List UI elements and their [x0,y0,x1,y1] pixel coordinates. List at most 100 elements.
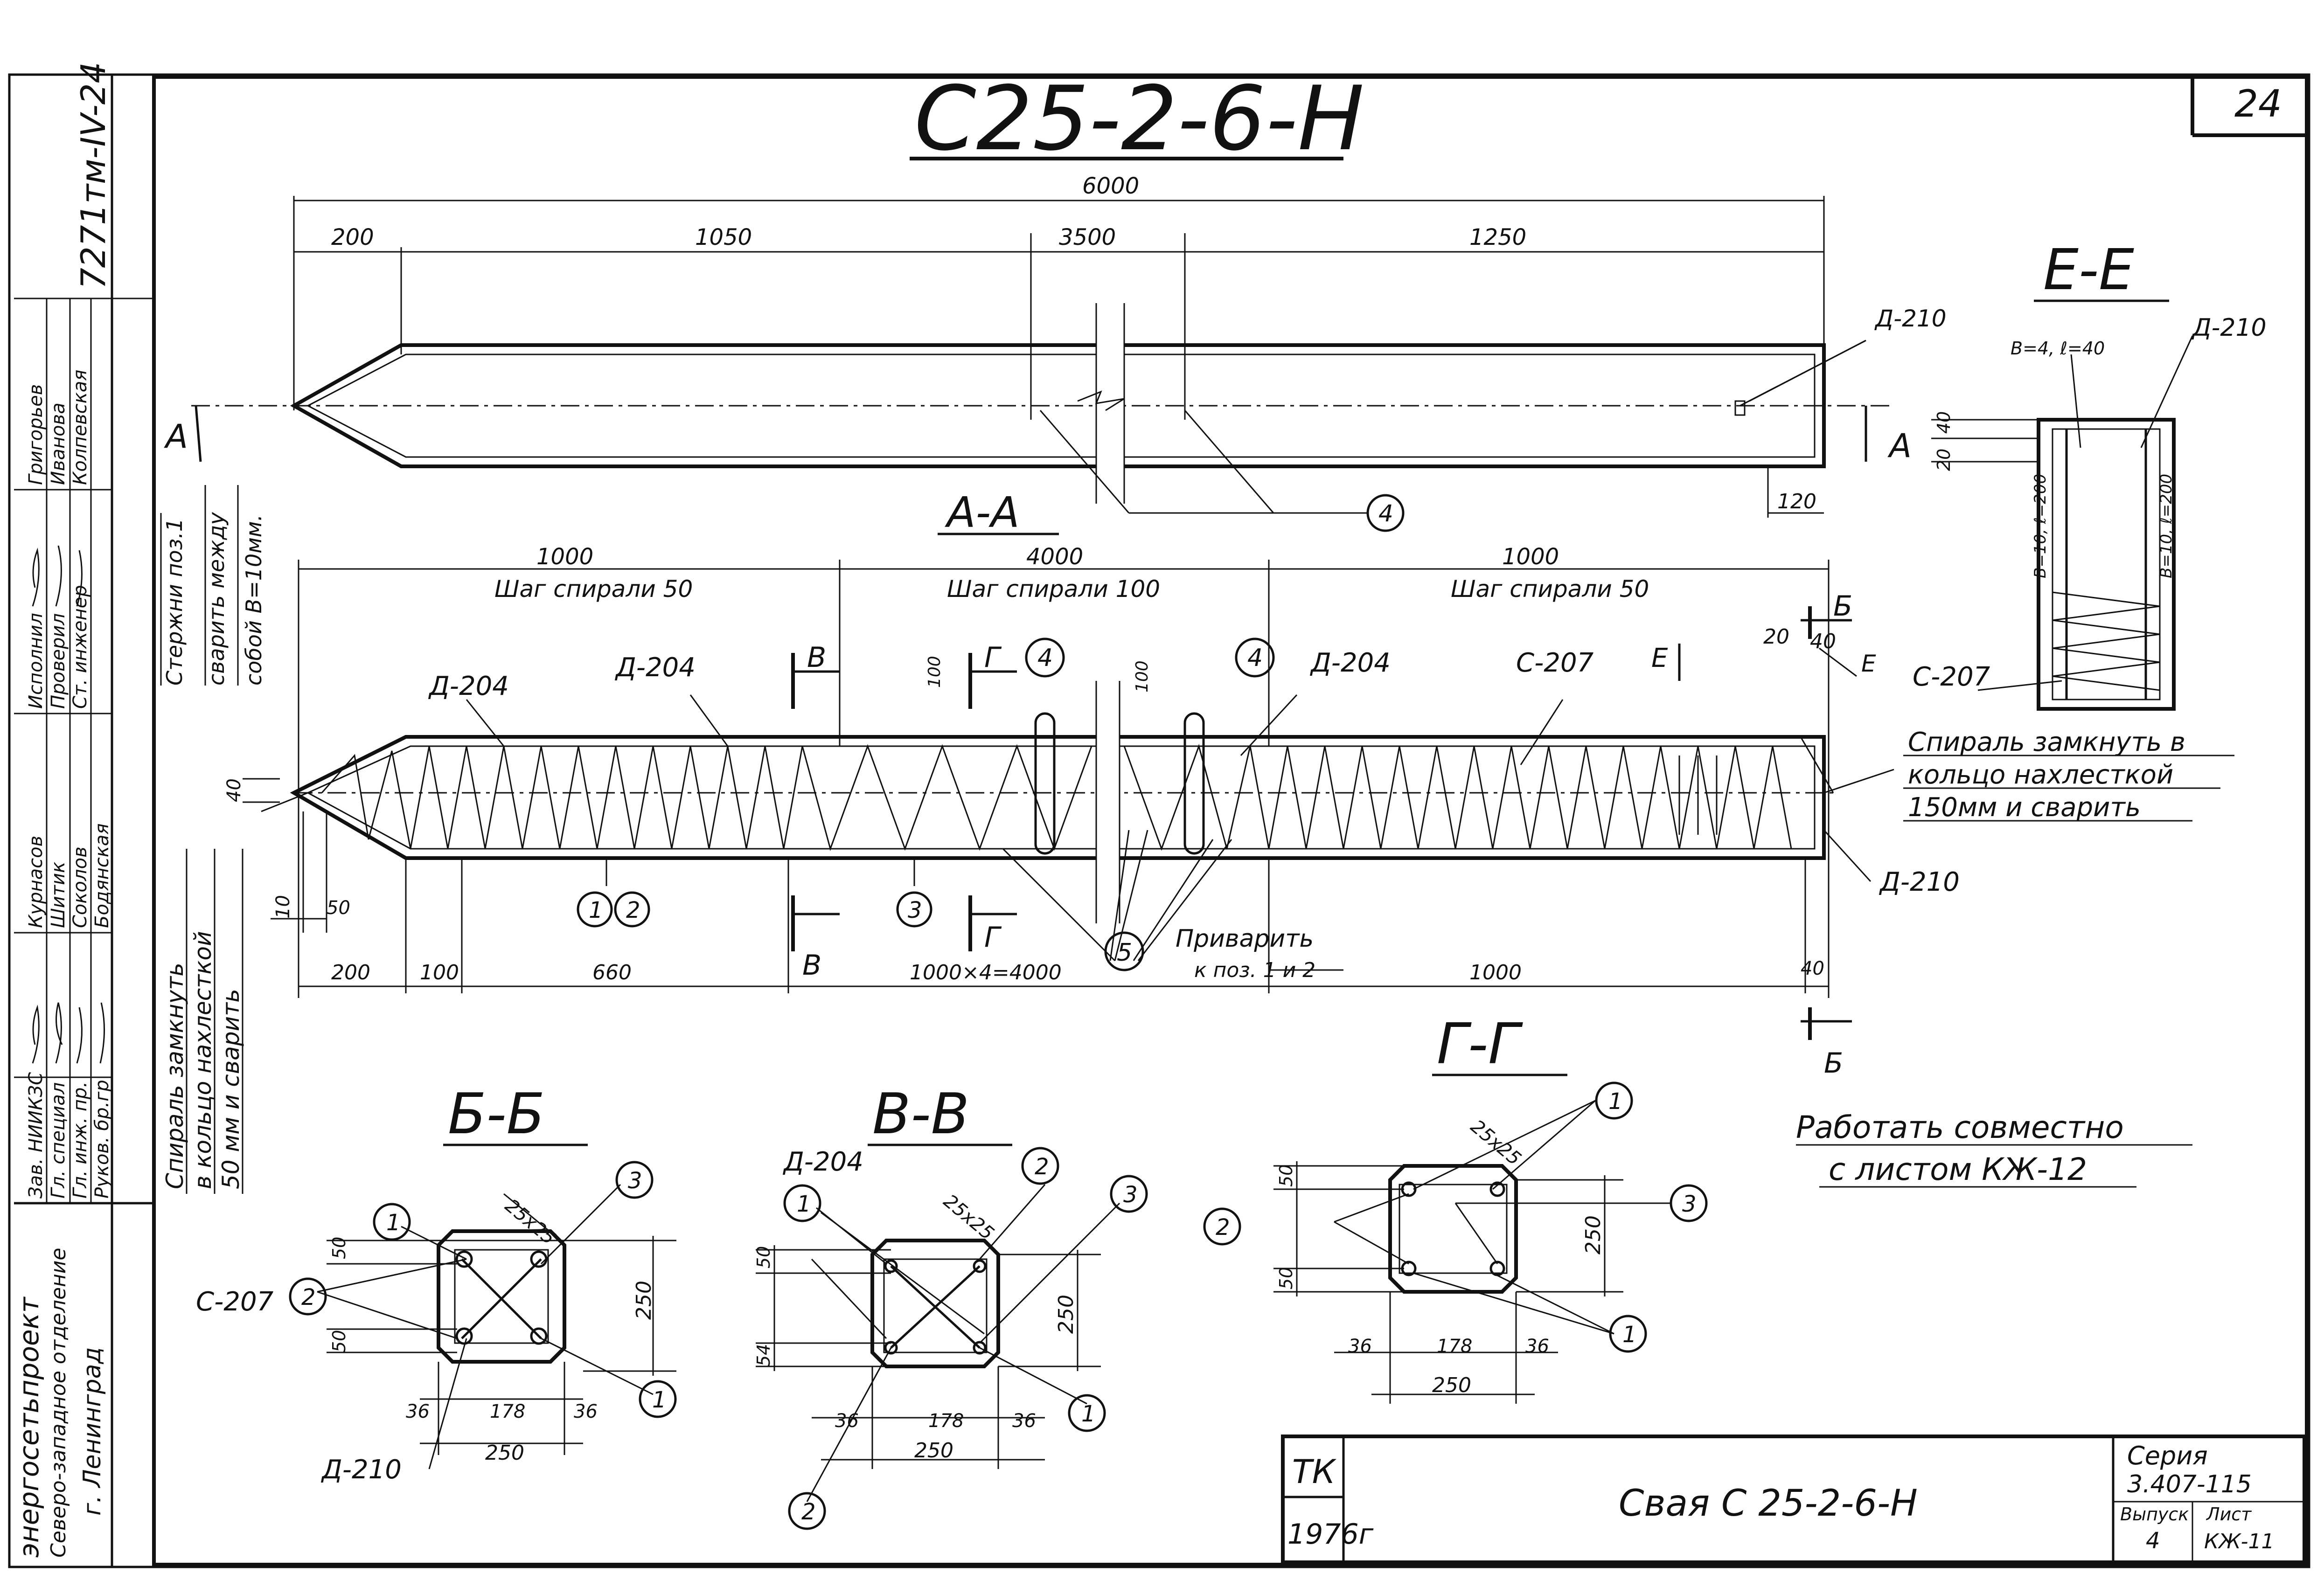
bb-dim-178: 178 [490,1401,525,1422]
section-ee-title: Е-Е [2043,238,2134,303]
right-note-1: Спираль замкнуть в [1908,727,2185,757]
section-bb-title: Б-Б [448,1082,545,1147]
tb-description: Свая С 25-2-6-Н [1619,1483,1918,1525]
cut-mark-e-right: Е [1861,650,1876,677]
mark-a-right: А [1887,427,1912,465]
zone-1000-b: 1000 [1502,544,1559,570]
left-strip [14,75,154,1567]
cut-mark-v-bottom: В [802,949,821,982]
zone-4000: 4000 [1026,544,1083,570]
gg-pos-2: 2 [1216,1214,1230,1241]
gg-dim-178: 178 [1437,1336,1472,1357]
gg-dim-50a: 50 [1276,1164,1296,1187]
tb-issue: 4 [2146,1528,2160,1554]
bb-pos-1a: 1 [386,1210,401,1236]
dim-total: 6000 [1082,173,1139,199]
ee-dim-40: 40 [1934,411,1954,434]
dim-b-100: 100 [420,961,459,984]
spiral-note-2: в кольцо нахлесткой [189,931,216,1189]
role-1: Зав. НИИКЗС [25,1072,47,1199]
vv-d204: Д-204 [782,1147,863,1177]
bb-dim-36b: 36 [574,1401,598,1422]
tb-sheet: КЖ-11 [2204,1530,2275,1553]
section-gg-title: Г-Г [1437,1012,1523,1077]
role-7: Ст. инженер [70,585,91,709]
section-vv-drawing [756,1147,1148,1530]
cut-mark-g-top: Г [984,641,1002,674]
name-4: Бодянская [91,823,113,928]
name-5: Григорьев [25,384,47,485]
vv-dim-54: 54 [753,1344,774,1366]
vv-dim-50: 50 [753,1246,774,1268]
label-d204-1: Д-204 [428,671,509,701]
gg-pos-1b: 1 [1622,1322,1637,1348]
section-ee-drawing [1931,335,2193,711]
vv-dim-250w: 250 [914,1439,953,1462]
dim-200: 200 [331,224,374,250]
gg-dim-36a: 36 [1348,1336,1372,1357]
work-together-1: Работать совместно [1796,1109,2124,1145]
section-vv-title: В-В [872,1082,969,1147]
section-bb-drawing [289,1161,677,1469]
gg-dim-250h: 250 [1581,1215,1605,1254]
name-3: Соколов [70,846,91,928]
org-city: г. Ленинград [78,1347,106,1516]
vv-dim-178: 178 [928,1410,964,1432]
role-3: Гл. инж. пр. [70,1081,91,1199]
dim-b-40: 40 [1801,958,1824,979]
org-branch: Северо-западное отделение [47,1248,70,1558]
vv-dim-250h: 250 [1054,1295,1078,1334]
tb-year: 1976г [1287,1518,1374,1551]
cut-mark-g-bottom: Г [984,921,1002,954]
weld-note-1: Приварить [1176,925,1314,953]
zone-1000-a: 1000 [536,544,593,570]
bb-d210: Д-210 [320,1455,402,1485]
pos-4-hoop-b: 4 [1247,644,1263,672]
pos-3-aa: 3 [908,897,922,923]
dim-b-4000: 1000×4=4000 [910,961,1062,984]
dim-1250: 1250 [1469,224,1526,250]
dim-r-10: 10 [272,895,294,919]
bb-dim-250w: 250 [485,1441,524,1465]
label-c207: С-207 [1516,648,1594,678]
spiral-note-3: 50 мм и сварить [217,989,244,1189]
left-note-1: Стержни поз.1 [162,518,187,686]
vv-pos-2b: 2 [801,1499,816,1525]
ee-weld-2: В=10, ℓ=200 [2031,474,2050,578]
label-d210-aa: Д-210 [1879,867,1960,897]
pos-4-hoop-a: 4 [1037,644,1053,672]
ee-weld-3: В=10, ℓ=200 [2157,474,2176,578]
dim-1050: 1050 [695,224,752,250]
vv-pos-1b: 1 [1081,1401,1096,1427]
role-6: Проверил [48,613,69,709]
tb-issue-label: Выпуск [2120,1504,2189,1525]
bb-c207: С-207 [196,1287,274,1317]
left-note-3: собой В=10мм. [241,514,266,686]
spiral-note-1: Спираль замкнуть [161,963,188,1189]
dim-h-100-a: 100 [925,656,944,688]
vv-pos-3: 3 [1123,1182,1138,1208]
ee-weld-1: В=4, ℓ=40 [2011,338,2105,359]
mark-a-left: А [164,417,188,456]
vv-dim-36a: 36 [835,1410,859,1432]
tb-sheet-label: Лист [2206,1504,2252,1525]
cut-mark-b-bottom: Б [1824,1047,1843,1080]
drawing-title: С25-2-6-Н [914,67,1364,170]
ee-dim-20: 20 [1934,449,1954,471]
label-d210-elev: Д-210 [1874,305,1947,332]
dim-h-100-b: 100 [1133,660,1152,693]
gg-chamfer: 25х25 [1467,1116,1525,1170]
bb-dim-50b: 50 [329,1330,349,1352]
role-2: Гл. специал [48,1082,69,1199]
ee-d210: Д-210 [2192,314,2267,342]
pos-1-aa: 1 [589,897,603,923]
pile-elevation [191,196,1894,532]
dim-b-1000: 1000 [1469,961,1522,984]
sheet-number: 24 [2234,82,2282,125]
dim-end-120: 120 [1777,490,1816,513]
pitch-label-2: Шаг спирали 100 [947,575,1160,603]
name-2: Шитик [48,862,69,928]
vv-pos-1a: 1 [797,1191,811,1217]
pitch-label-1: Шаг спирали 50 [494,575,693,603]
